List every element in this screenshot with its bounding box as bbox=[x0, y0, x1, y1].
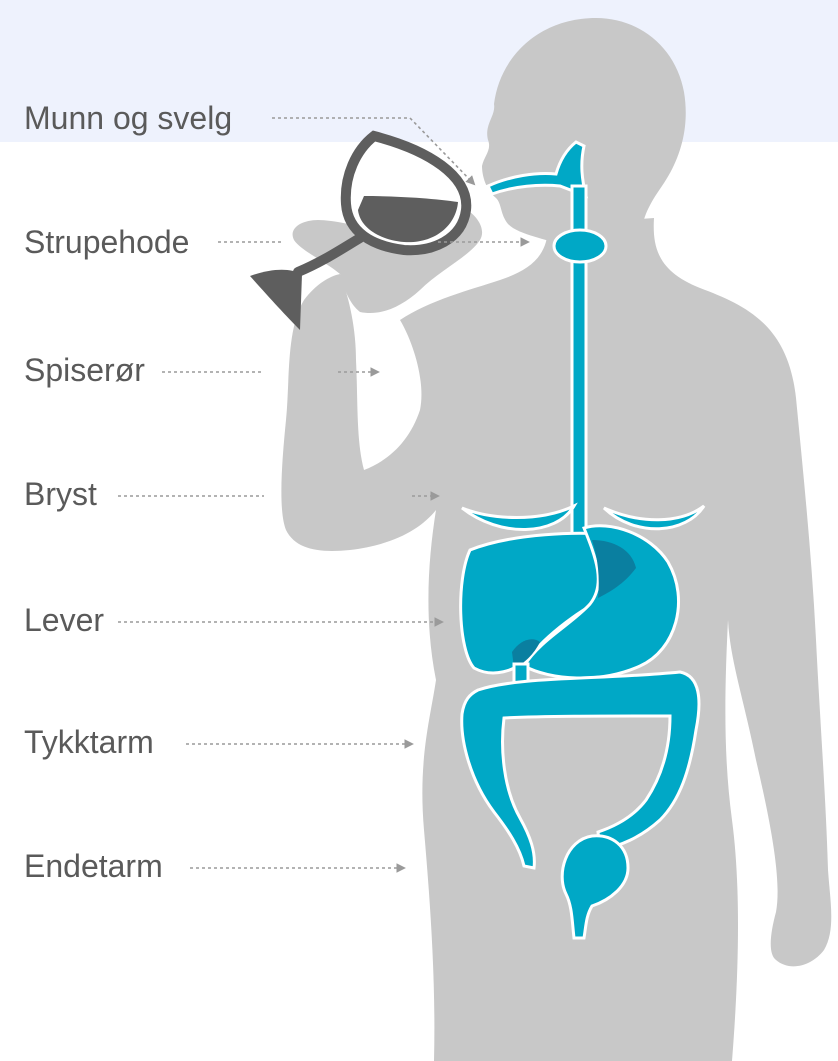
label-esophagus: Spiserør bbox=[24, 350, 145, 390]
label-larynx: Strupehode bbox=[24, 222, 189, 262]
label-colon: Tykktarm bbox=[24, 722, 154, 762]
label-rectum: Endetarm bbox=[24, 846, 163, 886]
label-breast: Bryst bbox=[24, 474, 97, 514]
label-liver: Lever bbox=[24, 600, 104, 640]
larynx-organ bbox=[554, 230, 606, 262]
label-mouth: Munn og svelg bbox=[24, 98, 232, 138]
